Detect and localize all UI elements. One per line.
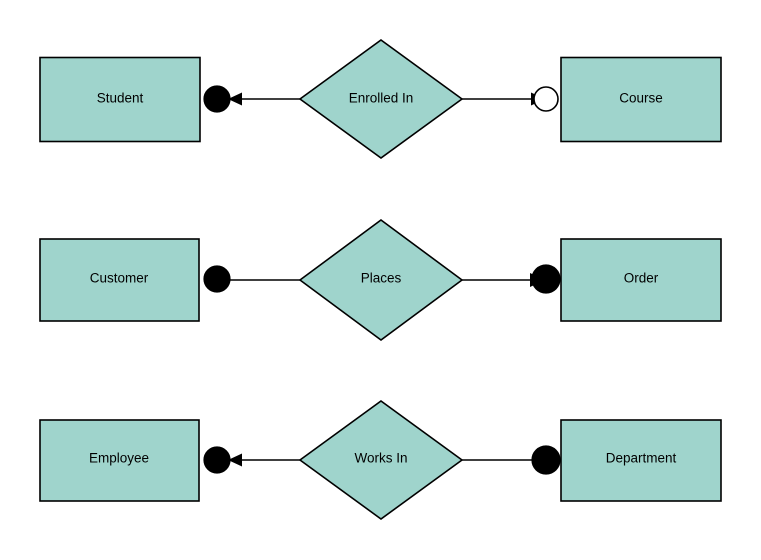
er-relationship-row-3: Employee Works In Department [39, 400, 722, 520]
entity-label-student: Student [97, 91, 144, 106]
cardinality-hollow-circle-icon-course [533, 86, 559, 112]
relationship-diamond-works-in[interactable] [298, 400, 464, 520]
entity-box-department[interactable] [560, 419, 722, 502]
er-relationship-row-1: Student Enrolled In Course [39, 39, 722, 159]
cardinality-filled-circle-icon-department [531, 445, 561, 475]
relationship-label-works-in: Works In [354, 451, 407, 466]
entity-label-department: Department [606, 451, 677, 466]
relationship-label-places: Places [361, 271, 402, 286]
relationship-diamond-enrolled-in[interactable] [298, 39, 464, 159]
relationship-label-enrolled-in: Enrolled In [349, 91, 414, 106]
entity-box-course[interactable] [560, 56, 722, 143]
arrowhead-left-icon-employee [228, 453, 242, 467]
entity-label-order: Order [624, 271, 659, 286]
entity-box-order[interactable] [560, 238, 722, 322]
entity-box-student[interactable] [39, 56, 201, 143]
arrowhead-left-icon-student [228, 92, 242, 106]
entity-label-customer: Customer [90, 271, 149, 286]
relationship-diamond-places[interactable] [298, 219, 464, 341]
entity-label-employee: Employee [89, 451, 149, 466]
entity-label-course: Course [619, 91, 663, 106]
entity-box-employee[interactable] [39, 419, 200, 502]
cardinality-filled-circle-icon-employee [203, 446, 231, 474]
cardinality-filled-circle-icon-student [203, 85, 231, 113]
cardinality-filled-circle-icon-customer [203, 265, 231, 293]
er-relationship-row-2: Customer Places Order [39, 219, 722, 341]
cardinality-filled-circle-icon-order [531, 264, 561, 294]
entity-box-customer[interactable] [39, 238, 200, 322]
